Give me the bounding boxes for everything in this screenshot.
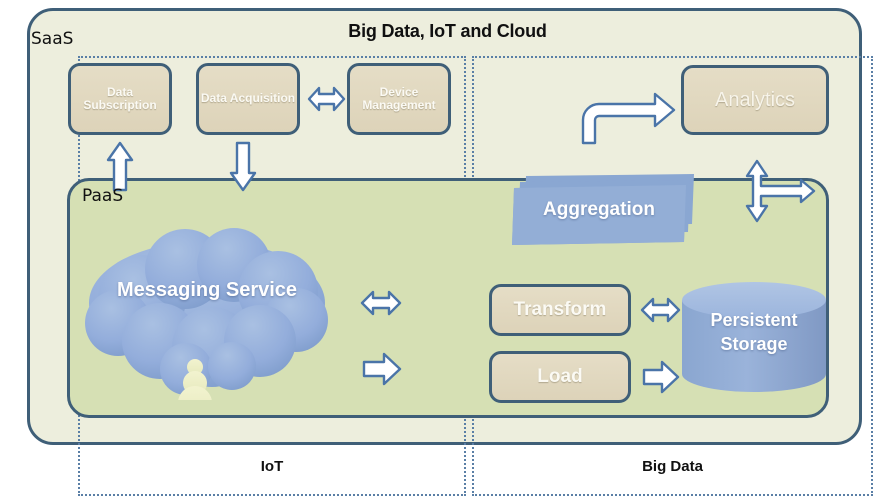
node-analytics-label: Analytics — [714, 89, 796, 111]
layer-label-paas: PaaS — [82, 186, 124, 206]
node-persistent-storage-label: Persistent Storage — [710, 310, 798, 355]
node-analytics[interactable]: Analytics — [681, 65, 829, 135]
node-data-subscription[interactable]: Data Subscription — [68, 63, 172, 135]
node-messaging-service[interactable]: Messaging Service — [82, 225, 332, 420]
database-cylinder-icon — [682, 282, 826, 392]
node-data-subscription-label: Data Subscription — [83, 84, 157, 112]
page-title: Big Data, IoT and Cloud — [348, 21, 547, 41]
node-device-management[interactable]: Device Management — [347, 63, 451, 135]
stacked-documents-icon — [512, 174, 694, 245]
node-load[interactable]: Load — [489, 351, 631, 403]
node-transform-label: Transform — [513, 298, 607, 320]
zone-label-bigdata: Big Data — [642, 458, 703, 475]
node-aggregation[interactable]: Aggregation — [508, 172, 698, 250]
layer-label-saas: SaaS — [31, 29, 74, 49]
node-persistent-storage[interactable]: Persistent Storage — [680, 280, 828, 392]
node-transform[interactable]: Transform — [489, 284, 631, 336]
node-aggregation-label: Aggregation — [543, 199, 655, 220]
node-device-management-label: Device Management — [362, 84, 436, 112]
node-messaging-service-label: Messaging Service — [116, 279, 298, 301]
node-load-label: Load — [537, 365, 583, 387]
node-data-acquisition[interactable]: Data Acquisition — [196, 63, 300, 135]
node-data-acquisition-label: Data Acquisition — [200, 91, 296, 106]
cloud-icon — [85, 228, 328, 420]
zone-label-iot: IoT — [260, 458, 284, 475]
